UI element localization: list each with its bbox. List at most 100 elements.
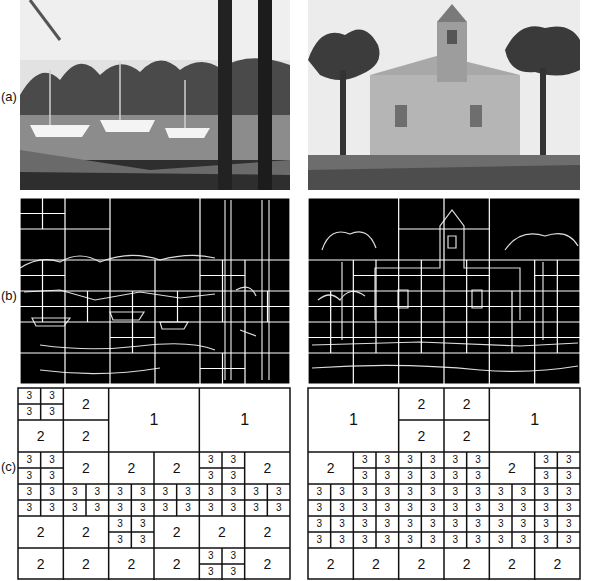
quadtree-level: 3 [421,468,444,484]
quadtree-level: 3 [444,500,467,516]
quadtree-level: 3 [18,468,41,484]
quadtree-level: 3 [222,548,245,564]
quadtree-level: 3 [131,532,154,548]
quadtree-level: 2 [109,548,154,580]
quadtree-level: 3 [109,500,132,516]
quadtree-level: 3 [131,500,154,516]
harbour-photo [20,0,290,190]
quadtree-level: 2 [18,548,63,580]
quadtree-level: 3 [421,484,444,500]
quadtree-level: 2 [308,548,353,580]
quadtree-level: 3 [109,484,132,500]
quadtree-level: 3 [331,532,354,548]
quadtree-level: 3 [489,484,512,500]
quadtree-level: 3 [245,500,268,516]
quadtree-level: 2 [109,452,154,484]
quadtree-grid [18,388,580,580]
quadtree-level: 3 [109,532,132,548]
quadtree-level: 3 [199,484,222,500]
quadtree-level: 3 [376,532,399,548]
quadtree-level: 3 [467,484,490,500]
quadtree-level: 3 [535,468,558,484]
quadtree-level: 2 [18,420,63,452]
quadtree-level: 1 [308,388,399,452]
quadtree-level: 3 [512,500,535,516]
quadtree-level: 3 [421,532,444,548]
quadtree-level: 3 [444,452,467,468]
quadtree-level: 3 [376,500,399,516]
quadtree-level: 3 [41,452,64,468]
quadtree-level: 3 [421,516,444,532]
quadtree-level: 3 [376,484,399,500]
quadtree-level: 3 [131,516,154,532]
quadtree-level: 3 [267,484,290,500]
quadtree-level: 3 [489,500,512,516]
quadtree-level: 3 [489,532,512,548]
quadtree-level: 3 [557,516,580,532]
quadtree-level: 2 [308,452,353,484]
quadtree-level: 3 [18,484,41,500]
quadtree-level: 3 [199,468,222,484]
quadtree-level: 2 [245,516,290,548]
quadtree-level: 2 [399,548,444,580]
quadtree-level: 3 [467,516,490,532]
quadtree-level: 3 [421,500,444,516]
quadtree-level: 3 [399,532,422,548]
quadtree-level: 3 [199,500,222,516]
quadtree-level: 3 [154,484,177,500]
quadtree-level: 2 [535,548,580,580]
quadtree-level: 3 [399,484,422,500]
quadtree-level: 2 [154,548,199,580]
quadtree-level: 3 [222,564,245,580]
quadtree-level: 3 [41,484,64,500]
quadtree-level: 2 [444,420,489,452]
quadtree-level: 3 [199,548,222,564]
quadtree-level: 3 [131,484,154,500]
quadtree-level: 3 [331,500,354,516]
panel-label: (a) [1,90,17,103]
quadtree-level: 3 [41,388,64,404]
quadtree-level: 3 [467,452,490,468]
church-photo [308,0,580,190]
quadtree-level: 3 [222,500,245,516]
quadtree-level: 2 [199,516,244,548]
quadtree-level: 2 [154,452,199,484]
quadtree-level: 3 [177,484,200,500]
quadtree-level: 3 [557,500,580,516]
quadtree-level: 3 [41,500,64,516]
quadtree-level: 3 [222,468,245,484]
quadtree-level: 2 [353,548,398,580]
quadtree-level: 2 [399,420,444,452]
quadtree-level: 3 [154,500,177,516]
quadtree-level: 3 [177,500,200,516]
quadtree-level: 3 [86,484,109,500]
quadtree-level: 3 [308,500,331,516]
quadtree-level: 3 [86,500,109,516]
quadtree-level: 3 [376,516,399,532]
quadtree-level: 3 [331,484,354,500]
quadtree-level: 2 [18,516,63,548]
quadtree-level: 3 [535,484,558,500]
quadtree-level: 3 [41,404,64,420]
quadtree-level: 2 [154,516,199,548]
quadtree-level: 3 [308,516,331,532]
quadtree-level: 3 [557,452,580,468]
quadtree-level: 1 [109,388,200,452]
quadtree-level: 3 [512,516,535,532]
quadtree-level: 2 [444,548,489,580]
quadtree-level: 3 [18,452,41,468]
quadtree-level: 3 [512,532,535,548]
quadtree-level: 3 [353,452,376,468]
quadtree-level: 2 [63,548,108,580]
quadtree-level: 3 [467,468,490,484]
quadtree-level: 3 [353,500,376,516]
quadtree-level: 3 [353,532,376,548]
quadtree-level: 3 [267,500,290,516]
quadtree-level: 3 [489,516,512,532]
quadtree-level: 3 [512,484,535,500]
quadtree-level: 3 [535,532,558,548]
quadtree-level: 3 [199,452,222,468]
quadtree-level: 2 [63,420,108,452]
quadtree-level: 3 [308,484,331,500]
quadtree-level: 3 [353,468,376,484]
